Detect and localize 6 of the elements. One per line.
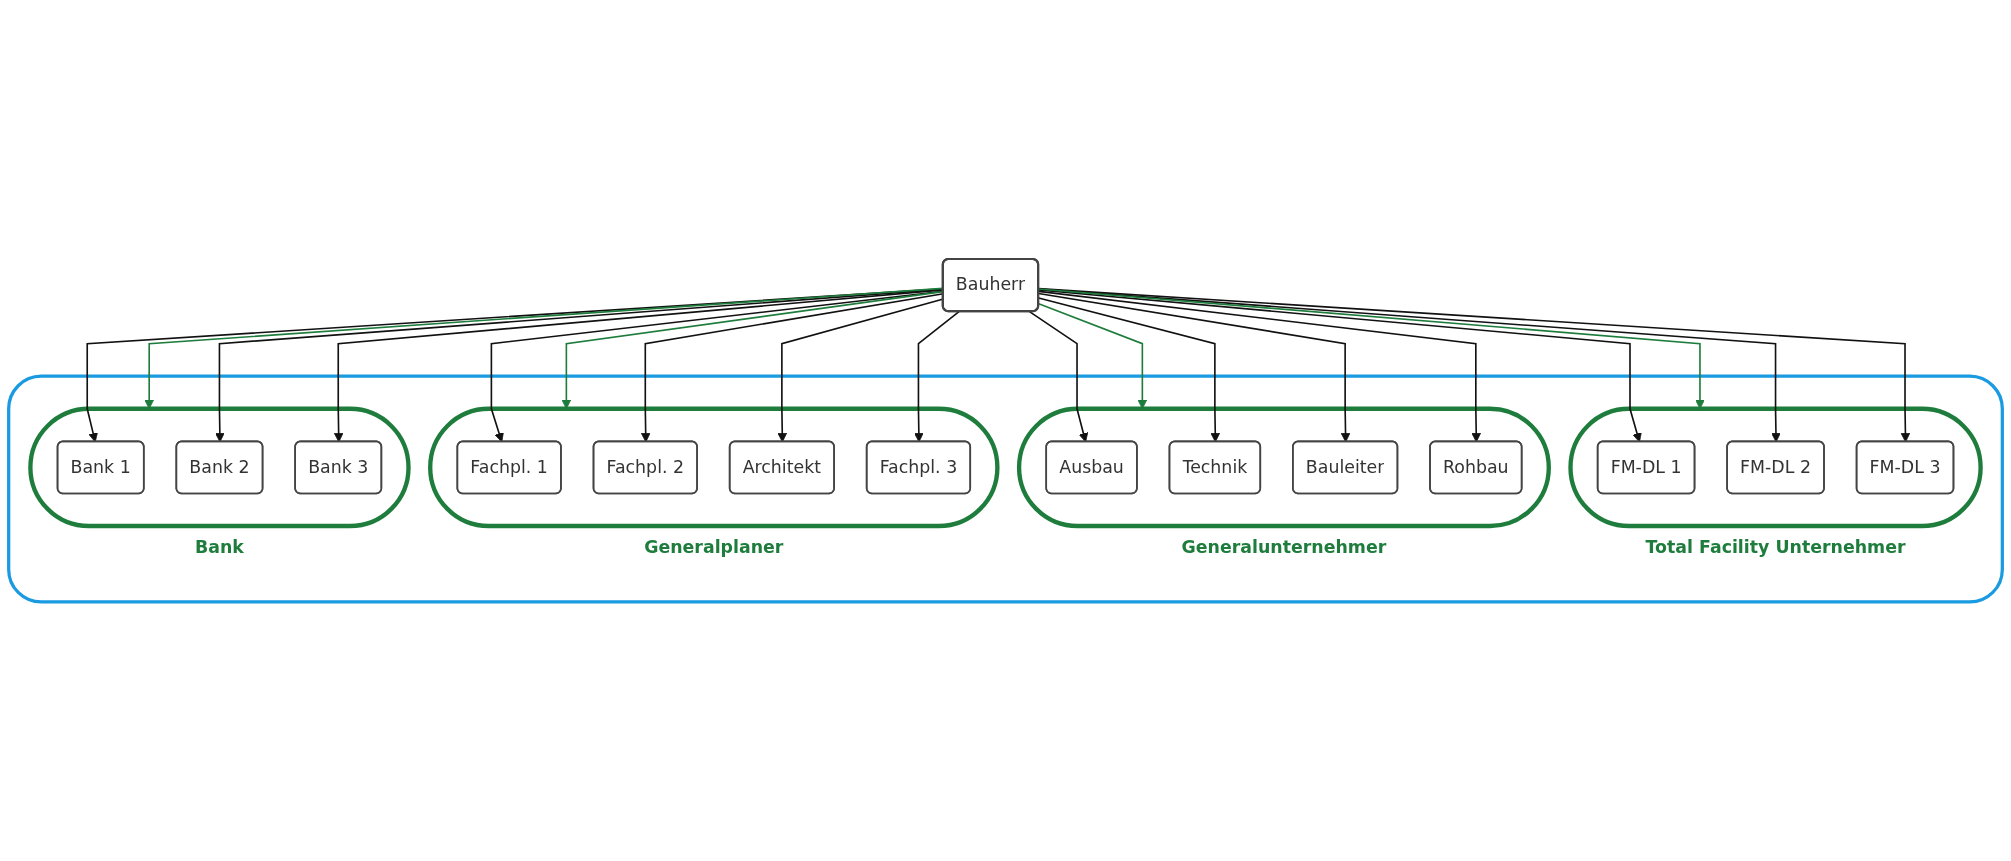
node-label: Generalunternehmer bbox=[1181, 536, 1387, 558]
node-label: Total Facility Unternehmer bbox=[1645, 536, 1906, 558]
node-label: Bank bbox=[195, 536, 244, 558]
cluster bbox=[7, 374, 2004, 604]
node-label: Generalplaner bbox=[644, 536, 784, 558]
arrow bbox=[1028, 310, 1089, 443]
